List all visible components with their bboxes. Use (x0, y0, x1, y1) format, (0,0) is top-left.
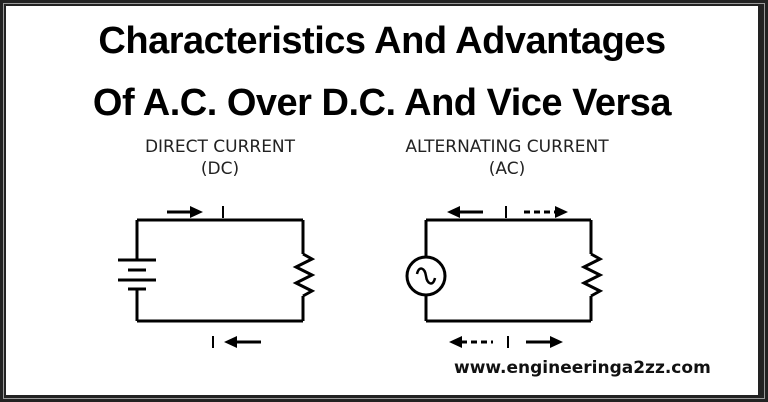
ac-source-icon (405, 255, 447, 297)
title-line-1: Characteristics And Advantages (98, 20, 666, 62)
circuit-diagrams (118, 206, 604, 348)
ac-heading: ALTERNATING CURRENT (405, 137, 609, 157)
dc-arrow-bottom-left-icon (224, 336, 261, 348)
title-line-2: Of A.C. Over D.C. And Vice Versa (92, 82, 672, 124)
dc-abbrev: (DC) (200, 159, 240, 179)
frame-border (3, 3, 765, 399)
dc-arrow-top-right-icon (167, 206, 203, 218)
ac-circuit (424, 218, 604, 323)
ac-arrow-bottom-right-icon (526, 336, 563, 348)
dc-heading: DIRECT CURRENT (144, 137, 296, 157)
ac-arrow-top-right-dashed-icon (524, 206, 568, 218)
diagram-canvas: Characteristics And Advantages Of A.C. O… (6, 6, 758, 395)
ac-abbrev: (AC) (488, 159, 526, 179)
ac-arrow-bottom-left-dashed-icon (449, 336, 493, 348)
website-url: www.engineeringa2zz.com (454, 358, 711, 378)
dc-circuit (135, 218, 316, 323)
battery-icon (118, 258, 156, 291)
ac-arrow-top-left-icon (447, 206, 483, 218)
